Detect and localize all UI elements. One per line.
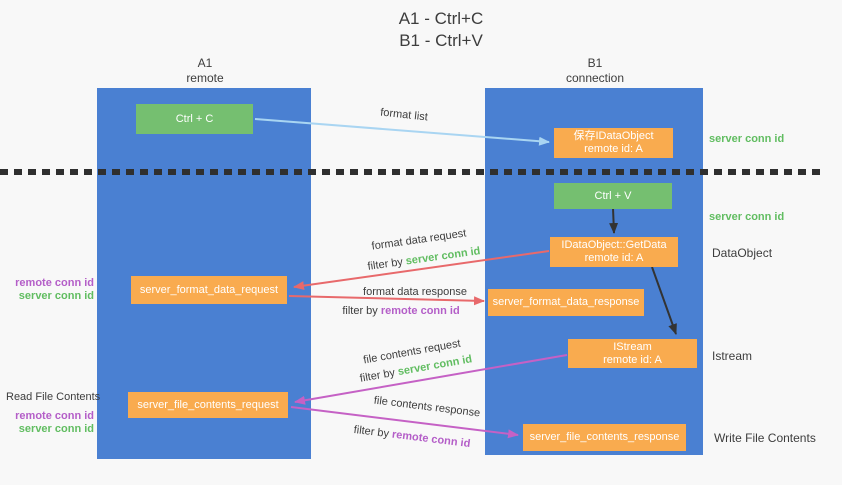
node-format-request-label: server_format_data_request xyxy=(139,283,279,296)
lane-a1-role: remote xyxy=(186,71,224,85)
annotation-istream: Istream xyxy=(712,349,753,363)
arrow-getdata-to-istream xyxy=(651,266,677,335)
arrow-format-list xyxy=(254,118,550,146)
arrow-ctrlv-to-getdata xyxy=(609,207,619,234)
node-save-idataobject-line1: 保存IDataObject xyxy=(573,130,654,142)
annotation-server-conn-id-mid: server conn id xyxy=(709,211,785,223)
node-format-response-label: server_format_data_response xyxy=(492,296,640,308)
node-ctrl-v-label: Ctrl + V xyxy=(594,189,632,202)
filter-by-text: filter by xyxy=(342,305,381,317)
annotation-remote-conn-id-bottom: remote conn id xyxy=(15,410,94,422)
edge-label-format-data-response: format data response xyxy=(363,286,467,298)
node-istream: IStream remote id: A xyxy=(568,339,697,368)
node-file-request-label: server_file_contents_request xyxy=(137,398,279,411)
node-ctrl-v: Ctrl + V xyxy=(554,183,672,209)
lane-header-a1: A1 remote xyxy=(150,56,260,86)
annotation-dataobject: DataObject xyxy=(712,246,773,260)
node-istream-line2: remote id: A xyxy=(603,353,662,366)
node-server-file-contents-request: server_file_contents_request xyxy=(128,392,288,418)
edge-label-filter-remote-conn-mid: filter by remote conn id xyxy=(342,305,459,317)
arrow-format-data-response xyxy=(288,295,485,306)
title-line-2: B1 - Ctrl+V xyxy=(399,31,483,51)
lane-header-b1: B1 connection xyxy=(540,56,650,86)
node-file-response-label: server_file_contents_response xyxy=(529,431,680,443)
annotation-write-file-contents: Write File Contents xyxy=(714,431,816,445)
node-ctrl-c: Ctrl + C xyxy=(136,104,253,134)
arrow-format-data-request xyxy=(293,250,550,291)
node-getdata-line1: IDataObject::GetData xyxy=(561,239,667,251)
node-getdata-line2: remote id: A xyxy=(584,252,644,264)
title-line-1: A1 - Ctrl+C xyxy=(398,9,484,28)
annotation-read-file-contents: Read File Contents xyxy=(6,391,101,403)
node-istream-line1: IStream xyxy=(613,340,652,353)
lane-a1-name: A1 xyxy=(197,56,213,70)
annotation-server-conn-id-left-top: server conn id xyxy=(18,290,94,302)
diagram-title: A1 - Ctrl+C B1 - Ctrl+V xyxy=(341,8,541,52)
node-ctrl-c-label: Ctrl + C xyxy=(175,112,214,125)
annotation-server-conn-id-left-bottom: server conn id xyxy=(18,423,94,435)
arrow-file-contents-response xyxy=(290,406,519,439)
annotation-server-conn-id-top: server conn id xyxy=(709,133,785,145)
remote-conn-id-text: remote conn id xyxy=(380,305,460,317)
node-save-idataobject-line2: remote id: A xyxy=(584,143,643,155)
node-server-format-data-response: server_format_data_response xyxy=(488,289,644,316)
arrow-file-contents-request xyxy=(294,354,568,405)
lane-b1-name: B1 xyxy=(587,56,603,70)
node-server-format-data-request: server_format_data_request xyxy=(131,276,287,304)
node-idataobject-getdata: IDataObject::GetData remote id: A xyxy=(550,237,678,267)
lane-b1-role: connection xyxy=(565,71,625,85)
annotation-remote-conn-id-top: remote conn id xyxy=(15,277,94,289)
node-server-file-contents-response: server_file_contents_response xyxy=(523,424,686,451)
node-save-idataobject: 保存IDataObject remote id: A xyxy=(554,128,673,158)
